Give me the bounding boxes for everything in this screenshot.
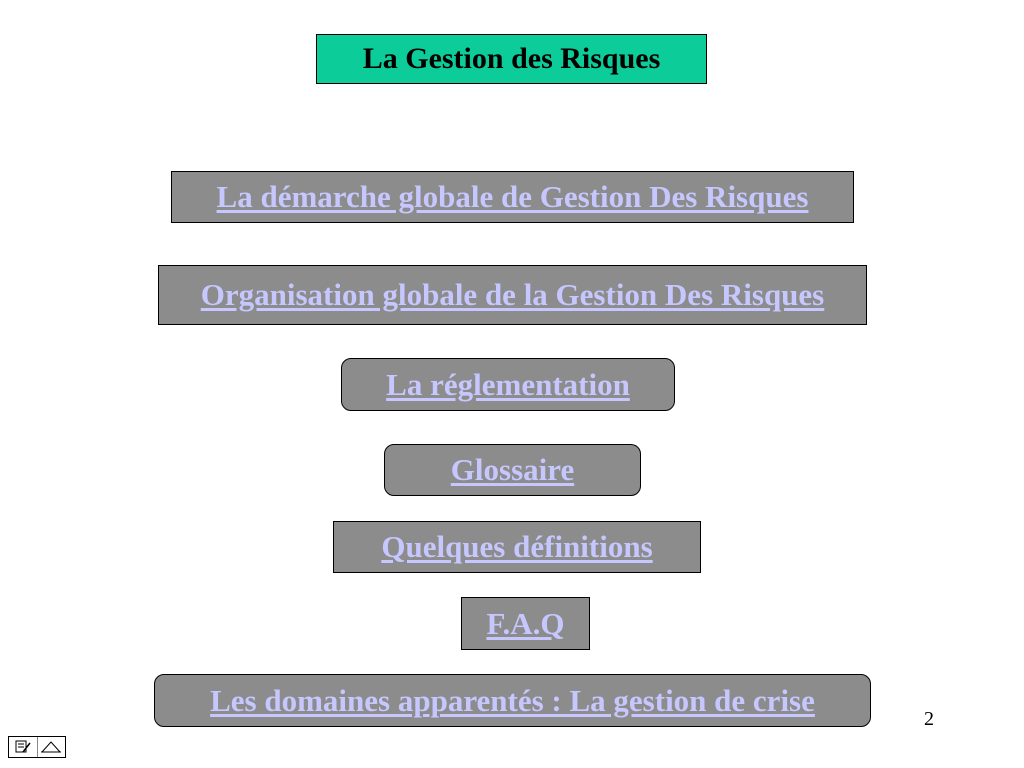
link-faq-label[interactable]: F.A.Q xyxy=(486,605,565,641)
page-number: 2 xyxy=(924,708,934,730)
link-demarche-globale-label[interactable]: La démarche globale de Gestion Des Risqu… xyxy=(216,179,809,214)
slide-title-text: La Gestion des Risques xyxy=(362,42,661,75)
link-reglementation[interactable]: La réglementation xyxy=(341,358,675,411)
link-domaines-apparentes-label[interactable]: Les domaines apparentés : La gestion de … xyxy=(210,682,815,718)
link-domaines-apparentes[interactable]: Les domaines apparentés : La gestion de … xyxy=(154,674,871,727)
link-faq[interactable]: F.A.Q xyxy=(461,597,590,650)
link-demarche-globale[interactable]: La démarche globale de Gestion Des Risqu… xyxy=(171,171,854,223)
link-quelques-definitions-label[interactable]: Quelques définitions xyxy=(381,529,653,564)
link-glossaire-label[interactable]: Glossaire xyxy=(450,452,575,487)
link-quelques-definitions[interactable]: Quelques définitions xyxy=(333,521,701,573)
link-reglementation-label[interactable]: La réglementation xyxy=(386,366,630,402)
triangle-menu-icon[interactable] xyxy=(38,737,66,757)
slide-title: La Gestion des Risques xyxy=(316,34,707,84)
pencil-note-icon[interactable] xyxy=(9,737,38,757)
link-organisation-globale-label[interactable]: Organisation globale de la Gestion Des R… xyxy=(200,277,825,312)
slide-nav-bar xyxy=(8,736,66,758)
link-glossaire[interactable]: Glossaire xyxy=(384,444,641,496)
link-organisation-globale[interactable]: Organisation globale de la Gestion Des R… xyxy=(158,265,867,325)
